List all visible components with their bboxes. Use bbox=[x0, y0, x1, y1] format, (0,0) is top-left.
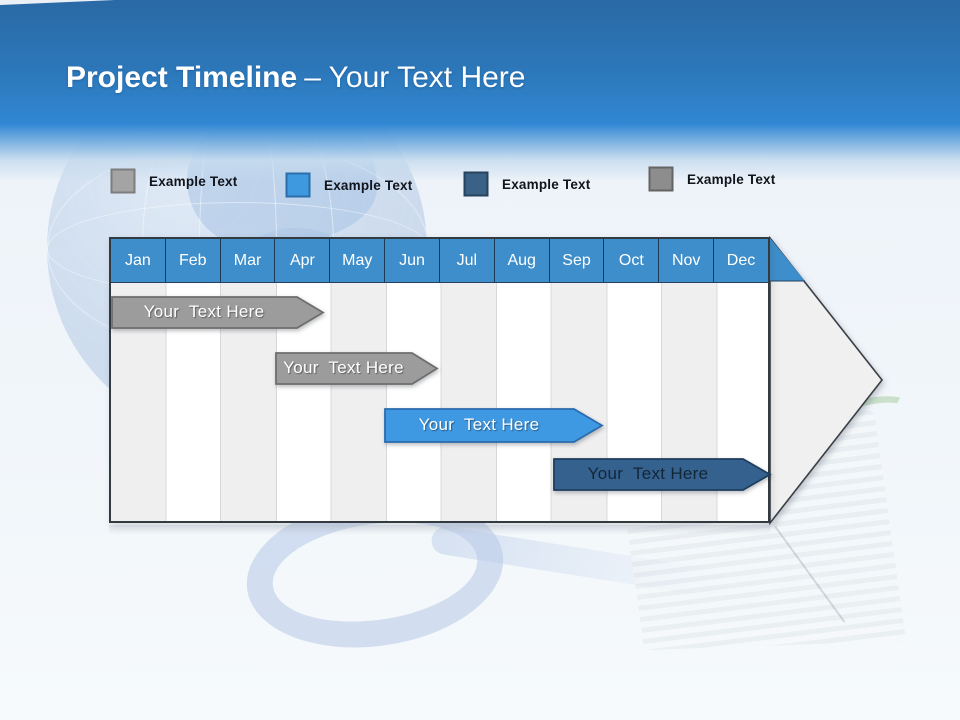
arrow-head-blue-band bbox=[770, 238, 805, 281]
slide-title: Project Timeline– Your Text Here bbox=[66, 61, 525, 95]
gantt-bar-2: Your Text Here bbox=[275, 352, 440, 386]
legend-label: Example Text bbox=[502, 176, 591, 192]
month-cell-nov: Nov bbox=[659, 239, 715, 282]
gantt-bar-label: Your Text Here bbox=[143, 302, 265, 321]
legend-swatch-darkblue-icon bbox=[463, 171, 489, 197]
month-cell-jul: Jul bbox=[440, 239, 495, 282]
legend-item-4: Example Text bbox=[648, 166, 775, 192]
gantt-bar-label: Your Text Here bbox=[587, 464, 709, 483]
month-cell-oct: Oct bbox=[604, 239, 660, 282]
gantt-bar-shape bbox=[275, 352, 439, 385]
legend-swatch-darkgray-icon bbox=[648, 166, 674, 192]
gantt-bar-shape bbox=[384, 408, 604, 443]
month-cell-sep: Sep bbox=[550, 239, 605, 282]
month-cell-apr: Apr bbox=[275, 239, 331, 282]
arrow-head-shape bbox=[769, 236, 884, 526]
corner-decoration bbox=[0, 0, 115, 5]
title-main: Project Timeline bbox=[66, 61, 298, 94]
legend-label: Example Text bbox=[687, 171, 776, 187]
month-cell-dec: Dec bbox=[726, 252, 756, 269]
table-reflection bbox=[109, 525, 770, 535]
header-band bbox=[0, 0, 960, 182]
timeline-arrow-head bbox=[769, 236, 884, 526]
gantt-bar-4: Your Text Here bbox=[553, 458, 773, 492]
legend-item-1: Example Text bbox=[110, 168, 237, 194]
month-cell-jun: Jun bbox=[385, 239, 440, 282]
month-cell-aug: Aug bbox=[495, 239, 550, 282]
gantt-bar-label: Your Text Here bbox=[283, 358, 404, 377]
legend-item-3: Example Text bbox=[463, 171, 590, 197]
month-cell-mar: Mar bbox=[221, 239, 276, 282]
legend-label: Example Text bbox=[324, 177, 413, 193]
month-cell-jan: Jan bbox=[111, 239, 166, 282]
legend-swatch-blue-icon bbox=[285, 172, 311, 198]
legend-item-2: Example Text bbox=[285, 172, 412, 198]
month-cell-feb: Feb bbox=[166, 239, 221, 282]
legend-label: Example Text bbox=[149, 173, 238, 189]
gantt-bar-3: Your Text Here bbox=[384, 408, 605, 444]
title-subtitle: – Your Text Here bbox=[304, 61, 526, 94]
gantt-bar-label: Your Text Here bbox=[418, 415, 540, 434]
gantt-bar-shape bbox=[553, 458, 772, 491]
month-header-row: Jan Feb Mar Apr May Jun Jul Aug Sep Oct … bbox=[111, 239, 768, 283]
gantt-bar-1: Your Text Here bbox=[111, 296, 326, 330]
legend-swatch-gray-icon bbox=[110, 168, 136, 194]
gantt-bar-shape bbox=[111, 296, 325, 329]
month-cell-may: May bbox=[330, 239, 386, 282]
